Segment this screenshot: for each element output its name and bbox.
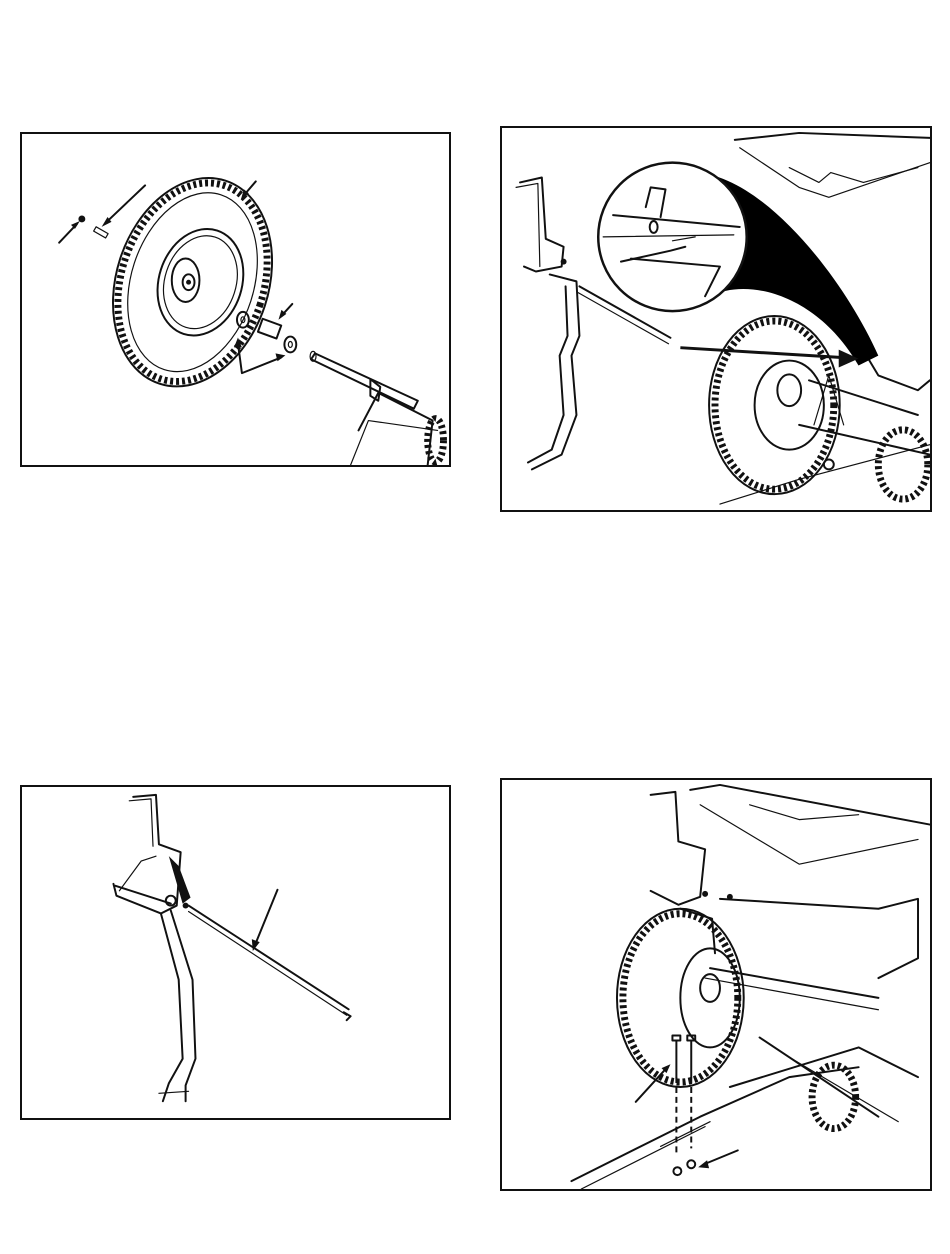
- wheel: [617, 909, 744, 1087]
- magnified-detail-diagram: [502, 128, 930, 510]
- figure-handle-and-rod: [20, 785, 451, 1120]
- figure-rod-insertion-detail: [500, 126, 932, 512]
- wheel-frame: [709, 316, 930, 504]
- wheel-tire: [87, 157, 298, 407]
- magnifier: [598, 163, 878, 366]
- rod-callout-arrow: [252, 890, 278, 951]
- handle-lower-shaft: [159, 911, 196, 1102]
- control-rod: [189, 906, 351, 1021]
- callout-arrows: [636, 1064, 738, 1168]
- bolt-attachment-diagram: [502, 780, 930, 1189]
- wheel-exploded-diagram: [22, 134, 449, 465]
- figure-wheel-assembly: [20, 132, 451, 467]
- cotter-pin: [78, 216, 108, 238]
- figure-bolt-attachment: [500, 778, 932, 1191]
- handle: [516, 177, 579, 469]
- axle-frame: [310, 351, 443, 465]
- bolts: [672, 1036, 695, 1176]
- handle: [113, 795, 190, 914]
- handle-rod-diagram: [22, 787, 449, 1118]
- hopper: [690, 785, 930, 978]
